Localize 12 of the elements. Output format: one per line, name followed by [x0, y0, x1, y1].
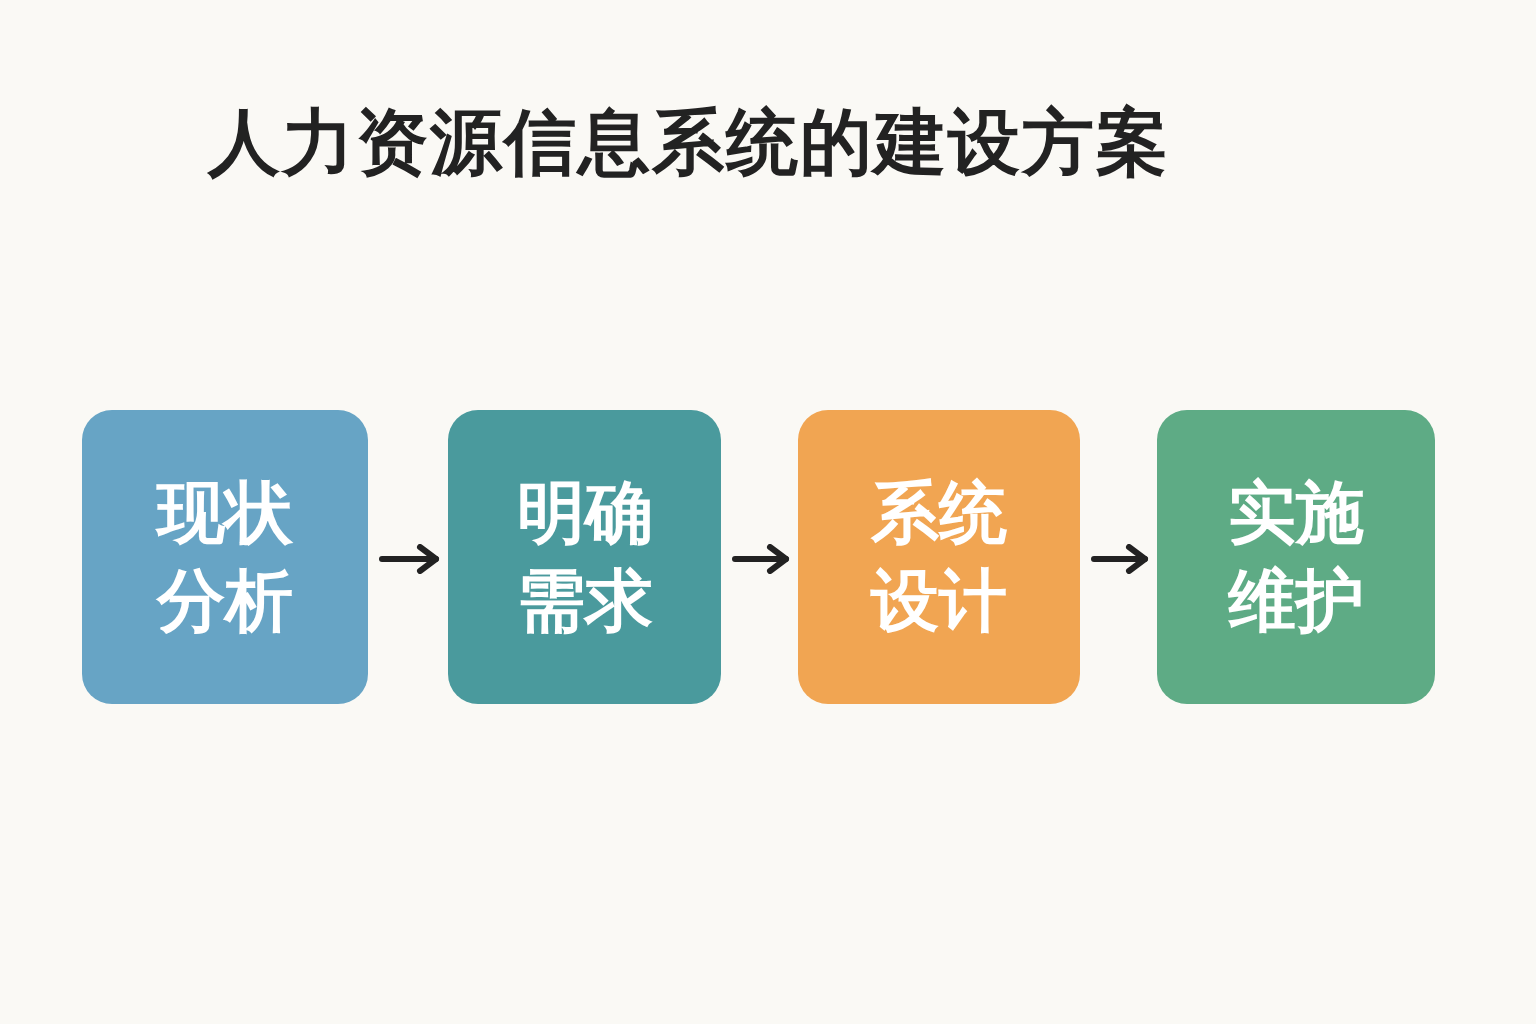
process-box — [82, 410, 368, 704]
arrow — [732, 544, 789, 574]
process-box — [1157, 410, 1435, 704]
step-label: 实施维护 — [1227, 472, 1365, 642]
arrow — [1091, 544, 1148, 574]
process-box — [448, 410, 721, 704]
process-box — [798, 410, 1080, 704]
title: 人力资源信息系统的建设方案 — [208, 99, 1170, 186]
step-label: 现状分析 — [154, 472, 294, 642]
arrow — [379, 544, 439, 574]
step-label: 系统设计 — [869, 472, 1008, 642]
step-label: 明确需求 — [515, 472, 654, 642]
